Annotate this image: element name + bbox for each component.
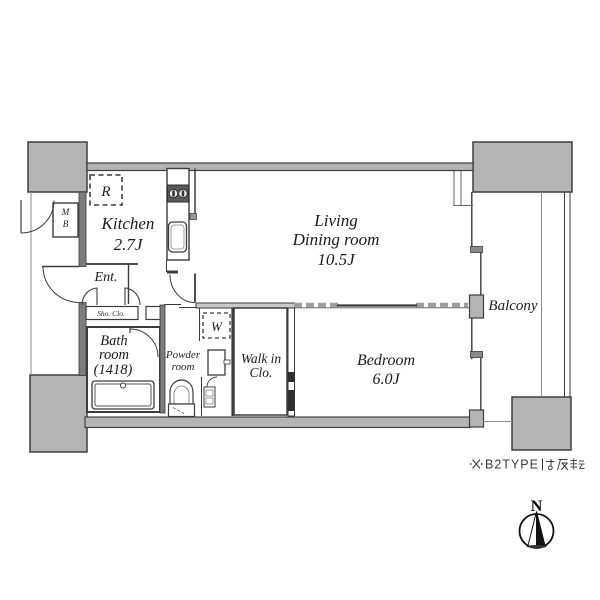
counter-end-post <box>189 213 197 220</box>
note-kanji-han-icon <box>557 459 569 471</box>
bathroom <box>86 326 161 413</box>
wall-left-upper <box>78 191 87 267</box>
balcony-label: Balcony <box>488 298 537 314</box>
toilet-bowl-inner <box>173 385 190 404</box>
note-reference-mark-icon <box>469 459 483 469</box>
pillar-bottom-right <box>511 396 572 451</box>
bathtub <box>91 380 155 410</box>
compass-north-label: N <box>531 498 543 515</box>
toilet-tank-mark <box>172 407 185 414</box>
slop-sink-detail2 <box>205 397 214 405</box>
living-label-2: Dining room <box>292 230 380 249</box>
note-latin-text: B2TYPE <box>485 458 539 472</box>
burner-left-mark <box>172 190 175 197</box>
washbasin-faucet <box>223 359 231 365</box>
wic-right-wall <box>287 307 295 417</box>
wic-label-2: Clo. <box>250 365 273 380</box>
wall-bottom <box>84 416 471 429</box>
bathtub-faucet <box>120 382 126 389</box>
toilet-bowl <box>169 379 194 405</box>
burner-right-mark <box>181 190 185 197</box>
powder-label-2: room <box>172 361 195 373</box>
powder-room <box>159 302 296 418</box>
bathroom-door-arc <box>129 328 159 358</box>
meter-box <box>52 202 79 238</box>
shoe-closet-side-box <box>145 305 162 321</box>
shoe-closet-door-arcs <box>81 287 141 306</box>
wall-bottom-right-corner <box>468 409 485 428</box>
shoe-closet-box <box>85 305 139 321</box>
basin-nook-arc <box>206 376 218 388</box>
note-kanji-ten-icon <box>570 458 585 470</box>
walk-in-closet <box>231 307 295 417</box>
bathroom-label-2: room <box>99 347 129 363</box>
meter-box-door-arc <box>20 200 55 234</box>
sink <box>167 221 188 253</box>
hall-door <box>166 260 196 303</box>
front-door-arc <box>42 266 81 303</box>
entrance-area <box>20 200 162 321</box>
pillar-top-left <box>27 141 88 193</box>
washer-space <box>202 312 231 339</box>
wall-bath-powder <box>159 304 166 414</box>
compass-base <box>526 545 547 548</box>
meter-box-label-m: M <box>61 207 70 217</box>
ld-window-lock <box>470 246 483 253</box>
kitchen <box>89 167 197 261</box>
entrance-label: Ent. <box>94 270 118 285</box>
shoe-closet-label: Sho. Clo. <box>97 309 125 318</box>
note: B2TYPE <box>469 458 585 472</box>
pillar-top-right <box>472 141 573 193</box>
wall-between-windows <box>468 294 485 319</box>
pillar-bottom-left <box>29 374 88 453</box>
hall-door-arc <box>169 274 196 303</box>
right-wall-windows <box>453 171 485 428</box>
compass: N <box>518 498 555 549</box>
wic-wall-post2 <box>288 390 295 411</box>
bedroom-partition <box>294 302 470 309</box>
sink-inner <box>170 224 185 250</box>
pipe-shaft <box>453 171 473 206</box>
living-label-1: Living <box>313 211 357 230</box>
bedroom-label: Bedroom <box>357 352 415 369</box>
wic-box <box>233 307 288 416</box>
wic-label-1: Walk in <box>241 351 282 366</box>
bedroom-size: 6.0J <box>372 371 400 388</box>
note-kana-ha-icon <box>542 458 555 471</box>
br-window-lock <box>470 351 483 358</box>
kitchen-label: Kitchen <box>101 214 155 233</box>
wic-wall-post1 <box>288 372 295 382</box>
room-labels: Kitchen 2.7J Living Dining room 10.5J Be… <box>61 184 538 388</box>
toilet-tank <box>167 403 196 418</box>
slop-sink <box>203 386 216 408</box>
bathroom-size: (1418) <box>94 362 133 378</box>
kitchen-size: 2.7J <box>114 235 144 254</box>
refrigerator-label: R <box>100 184 110 200</box>
balcony <box>483 192 571 422</box>
wall-left-lower <box>78 302 87 376</box>
meter-box-label-b: B <box>63 219 69 229</box>
powder-label-1: Powder <box>165 349 201 361</box>
wall-top <box>86 162 474 172</box>
refrigerator-space <box>89 174 123 206</box>
door-hinge-block <box>167 270 178 274</box>
living-size: 10.5J <box>317 250 356 269</box>
bathroom-label-1: Bath <box>100 333 127 349</box>
pillars <box>27 141 573 453</box>
washbasin <box>207 349 226 376</box>
slop-sink-detail1 <box>205 389 214 397</box>
washer-label: W <box>211 319 223 334</box>
